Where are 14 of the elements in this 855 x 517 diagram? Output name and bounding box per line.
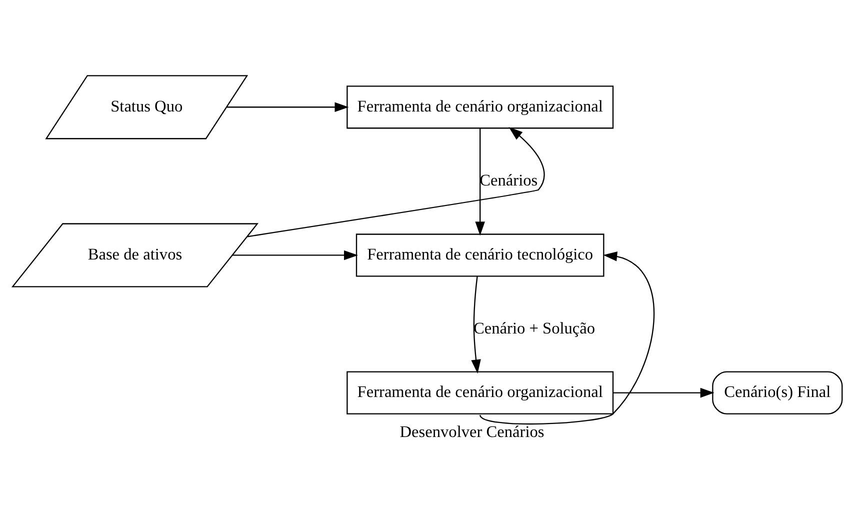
arrow [247,127,545,238]
node-box: Cenário(s) Final [712,371,843,414]
arrow [471,276,481,374]
arrow [613,388,714,398]
node-box: Ferramenta de cenário organizacional [346,371,614,414]
edge-label: Cenário + Solução [474,318,596,338]
arrow [226,102,349,112]
arrow [475,128,485,236]
arrow [232,250,358,260]
arrow [480,252,654,425]
node-box: Ferramenta de cenário organizacional [346,86,614,129]
edge-label: Desenvolver Cenários [400,422,544,441]
edge-label: Cenários [480,170,538,190]
node-box: Ferramenta de cenário tecnológico [356,234,604,277]
